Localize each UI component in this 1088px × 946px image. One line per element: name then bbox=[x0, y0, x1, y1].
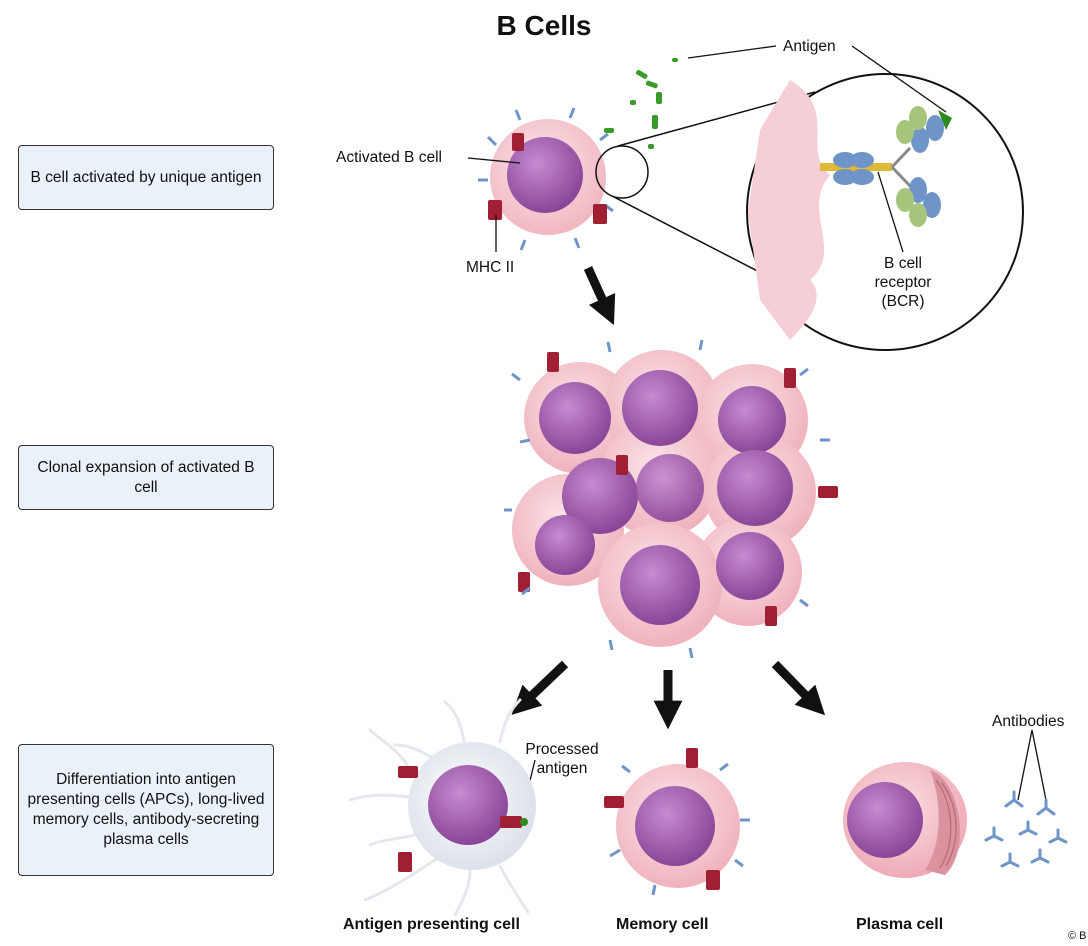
mhc-with-processed-antigen bbox=[500, 816, 522, 828]
mhc-ii-molecule bbox=[488, 200, 502, 220]
activated-b-cell-label: Activated B cell bbox=[336, 149, 442, 166]
activated-b-cell bbox=[478, 107, 614, 251]
antigen-label: Antigen bbox=[783, 38, 836, 55]
stage-expansion-text: Clonal expansion of activated B cell bbox=[37, 458, 255, 496]
bound-antigen bbox=[938, 110, 952, 130]
antigen-presenting-cell bbox=[348, 698, 536, 917]
bcr-label-line2: receptor bbox=[874, 274, 932, 291]
antigen-particles bbox=[604, 58, 678, 149]
bcr-label-line3: (BCR) bbox=[881, 293, 925, 310]
stage-box-differentiation: Differentiation into antigen presenting … bbox=[18, 744, 274, 876]
arrow-to-plasma bbox=[771, 660, 826, 716]
bcr-heavy-chains bbox=[833, 115, 944, 218]
stage-box-activation: B cell activated by unique antigen bbox=[18, 145, 274, 210]
flow-arrows bbox=[511, 266, 826, 730]
copyright-mark: © B bbox=[1068, 930, 1087, 942]
plasma-cell bbox=[843, 762, 967, 878]
mhc-ii-molecule bbox=[512, 133, 524, 151]
mhc-ii-label: MHC II bbox=[466, 259, 515, 276]
bcr-light-chains bbox=[896, 106, 927, 227]
antibodies-label: Antibodies bbox=[992, 713, 1065, 730]
arrow-to-expansion bbox=[583, 266, 616, 326]
bcr-label-line1: B cell bbox=[884, 255, 922, 272]
processed-antigen-line2: antigen bbox=[536, 760, 588, 777]
plasma-cell-caption: Plasma cell bbox=[856, 916, 944, 933]
clonal-expansion-cluster bbox=[504, 339, 838, 659]
arrow-to-apc bbox=[511, 660, 569, 715]
bcr-zoom-callout bbox=[595, 73, 1024, 351]
memory-cell bbox=[604, 748, 750, 896]
mhc-ii-molecule bbox=[593, 204, 607, 224]
processed-antigen-line1: Processed bbox=[525, 741, 599, 758]
bcr-stalk bbox=[820, 163, 892, 171]
memory-cell-caption: Memory cell bbox=[616, 916, 709, 933]
secreted-antibodies bbox=[984, 790, 1068, 868]
processed-antigen-label: Processed antigen bbox=[518, 740, 606, 778]
page-title: B Cells bbox=[496, 10, 592, 41]
bcr-label: B cell receptor (BCR) bbox=[860, 254, 946, 311]
stage-differentiation-text: Differentiation into antigen presenting … bbox=[27, 771, 265, 848]
stage-box-expansion: Clonal expansion of activated B cell bbox=[18, 445, 274, 510]
apc-caption: Antigen presenting cell bbox=[343, 916, 520, 933]
stage-activation-text: B cell activated by unique antigen bbox=[30, 168, 262, 186]
